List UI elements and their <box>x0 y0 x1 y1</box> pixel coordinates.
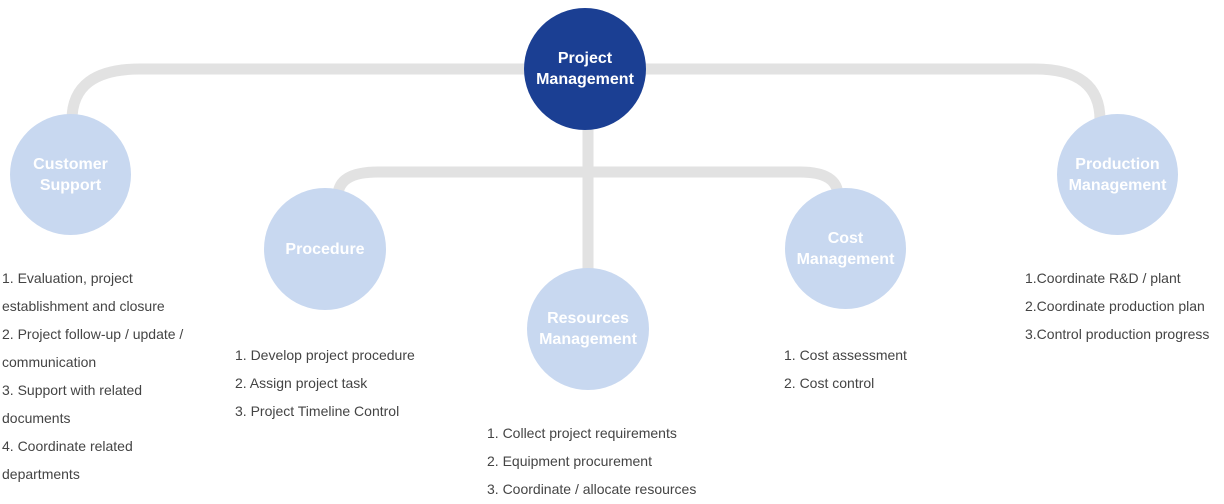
node-label-line2: Management <box>539 331 637 348</box>
node-cost-management: Cost Management <box>785 188 906 309</box>
node-label-line2: Management <box>796 250 895 268</box>
list-item: 4. Coordinate related departments <box>2 438 133 482</box>
node-label-line2: Management <box>536 71 634 88</box>
resources-management-list: 1. Collect project requirements 2. Equip… <box>487 419 696 503</box>
list-item: 2.Coordinate production plan <box>1025 298 1205 314</box>
list-item: 3. Support with related documents <box>2 382 143 426</box>
node-label-line1: Resources <box>547 310 629 327</box>
node-label-line1: Procedure <box>285 240 365 258</box>
production-management-list: 1.Coordinate R&D / plant 2.Coordinate pr… <box>1025 264 1209 348</box>
list-item: 1. Cost assessment <box>784 347 907 363</box>
node-label-line1: Customer <box>33 155 108 173</box>
list-item: 1. Collect project requirements <box>487 425 677 441</box>
list-item: 2. Equipment procurement <box>487 453 652 469</box>
node-procedure: Procedure <box>264 188 386 310</box>
customer-support-list: 1. Evaluation, project establishment and… <box>2 264 192 488</box>
list-item: 2. Assign project task <box>235 375 368 391</box>
node-label-line2: Management <box>1068 176 1167 194</box>
node-label-line1: Cost <box>827 229 864 247</box>
list-item: 3. Project Timeline Control <box>235 403 400 419</box>
node-resources-management: Resources Management <box>527 268 649 390</box>
list-item: 1. Develop project procedure <box>235 347 415 363</box>
node-label-line1: Production <box>1075 155 1160 173</box>
node-label-line2: Support <box>39 176 102 194</box>
list-item: 3. Coordinate / allocate resources <box>487 481 697 497</box>
node-project-management: Project Management <box>524 8 646 130</box>
cost-management-list: 1. Cost assessment 2. Cost control <box>784 341 907 397</box>
list-item: 1.Coordinate R&D / plant <box>1025 270 1181 286</box>
list-item: 1. Evaluation, project establishment and… <box>2 270 165 314</box>
list-item: 2. Cost control <box>784 375 875 391</box>
node-label-line1: Project <box>557 50 613 67</box>
procedure-list: 1. Develop project procedure 2. Assign p… <box>235 341 415 425</box>
list-item: 2. Project follow-up / update / communic… <box>2 326 184 370</box>
list-item: 3.Control production progress <box>1025 326 1210 342</box>
node-customer-support: Customer Support <box>10 114 131 235</box>
node-production-management: Production Management <box>1057 114 1178 235</box>
